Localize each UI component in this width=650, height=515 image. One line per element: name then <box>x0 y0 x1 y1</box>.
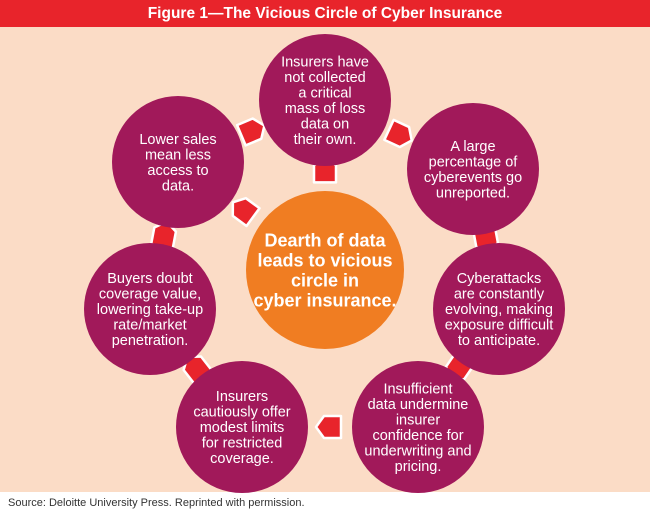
cycle-node-7-line-3: access to <box>147 163 208 179</box>
cycle-arrow-4 <box>314 414 343 440</box>
cycle-node-1-line-3: a critical <box>298 85 351 101</box>
cycle-node-4-line-2: data undermine <box>368 397 469 413</box>
cycle-arrow-1-shape <box>383 118 413 149</box>
cycle-node-1-line-5: data on <box>301 116 349 132</box>
cycle-arrow-4-shape <box>314 414 343 440</box>
cycle-node-circle <box>84 243 216 375</box>
cycle-node-5-line-2: cautiously offer <box>193 405 290 421</box>
cycle-node-2-line-2: percentage of <box>429 154 519 170</box>
cycle-node-6-line-5: penetration. <box>112 333 189 349</box>
cycle-node-2-line-4: unreported. <box>436 185 510 201</box>
cycle-node-6-line-1: Buyers doubt <box>107 271 192 287</box>
cycle-node-3-line-2: are constantly <box>454 287 545 303</box>
center-node-line-3: circle in <box>291 271 359 291</box>
cycle-node-4-line-1: Insufficient <box>383 381 452 397</box>
cycle-node-3-line-5: to anticipate. <box>458 333 540 349</box>
center-arrow-2 <box>231 196 261 228</box>
cycle-node-3-line-1: Cyberattacks <box>457 271 542 287</box>
cycle-node-circle <box>176 361 308 493</box>
cycle-node-circle <box>259 34 391 166</box>
cycle-node-5-line-5: coverage. <box>210 451 274 467</box>
cycle-node-5-line-3: modest limits <box>200 420 285 436</box>
cycle-arrow-7-shape <box>235 117 266 147</box>
cycle-node-circle <box>112 96 244 228</box>
cycle-node-1-line-6: their own. <box>294 132 357 148</box>
center-node-line-1: Dearth of data <box>264 231 386 251</box>
cycle-node-2-line-1: A large <box>450 139 495 155</box>
cycle-node-6-line-3: lowering take-up <box>97 302 203 318</box>
cycle-node-1-line-2: not collected <box>284 70 365 86</box>
cycle-node-7-line-4: data. <box>162 178 194 194</box>
source-note: Source: Deloitte University Press. Repri… <box>8 497 305 509</box>
cycle-node-4-line-6: pricing. <box>395 459 442 475</box>
center-arrow-2-shape <box>231 196 261 228</box>
center-node-line-4: cyber insurance. <box>253 291 396 311</box>
cycle-node-4-line-5: underwriting and <box>364 443 471 459</box>
cycle-node-5-line-4: for restricted <box>202 436 283 452</box>
cycle-node-1-line-1: Insurers have <box>281 54 369 70</box>
cycle-node-3-line-4: exposure difficult <box>445 318 554 334</box>
cycle-node-7-line-1: Lower sales <box>139 132 216 148</box>
center-circle <box>246 191 404 349</box>
cycle-node-circle <box>433 243 565 375</box>
cycle-node-6-line-2: coverage value, <box>99 287 201 303</box>
cycle-arrow-7 <box>235 117 266 147</box>
cycle-node-1-line-4: mass of loss <box>285 101 366 117</box>
cycle-node-circle <box>407 103 539 235</box>
figure-title: Figure 1—The Vicious Circle of Cyber Ins… <box>0 0 650 27</box>
cycle-node-3-line-3: evolving, making <box>445 302 553 318</box>
cycle-node-2-line-3: cyberevents go <box>424 170 522 186</box>
cycle-node-5-line-1: Insurers <box>216 389 268 405</box>
cycle-arrow-1 <box>383 118 413 149</box>
cycle-node-circle <box>352 361 484 493</box>
cycle-node-4-line-4: confidence for <box>372 428 463 444</box>
cycle-node-6-line-4: rate/market <box>113 318 186 334</box>
cycle-node-7-line-2: mean less <box>145 147 211 163</box>
center-node-line-2: leads to vicious <box>257 251 392 271</box>
cycle-node-4-line-3: insurer <box>396 412 440 428</box>
